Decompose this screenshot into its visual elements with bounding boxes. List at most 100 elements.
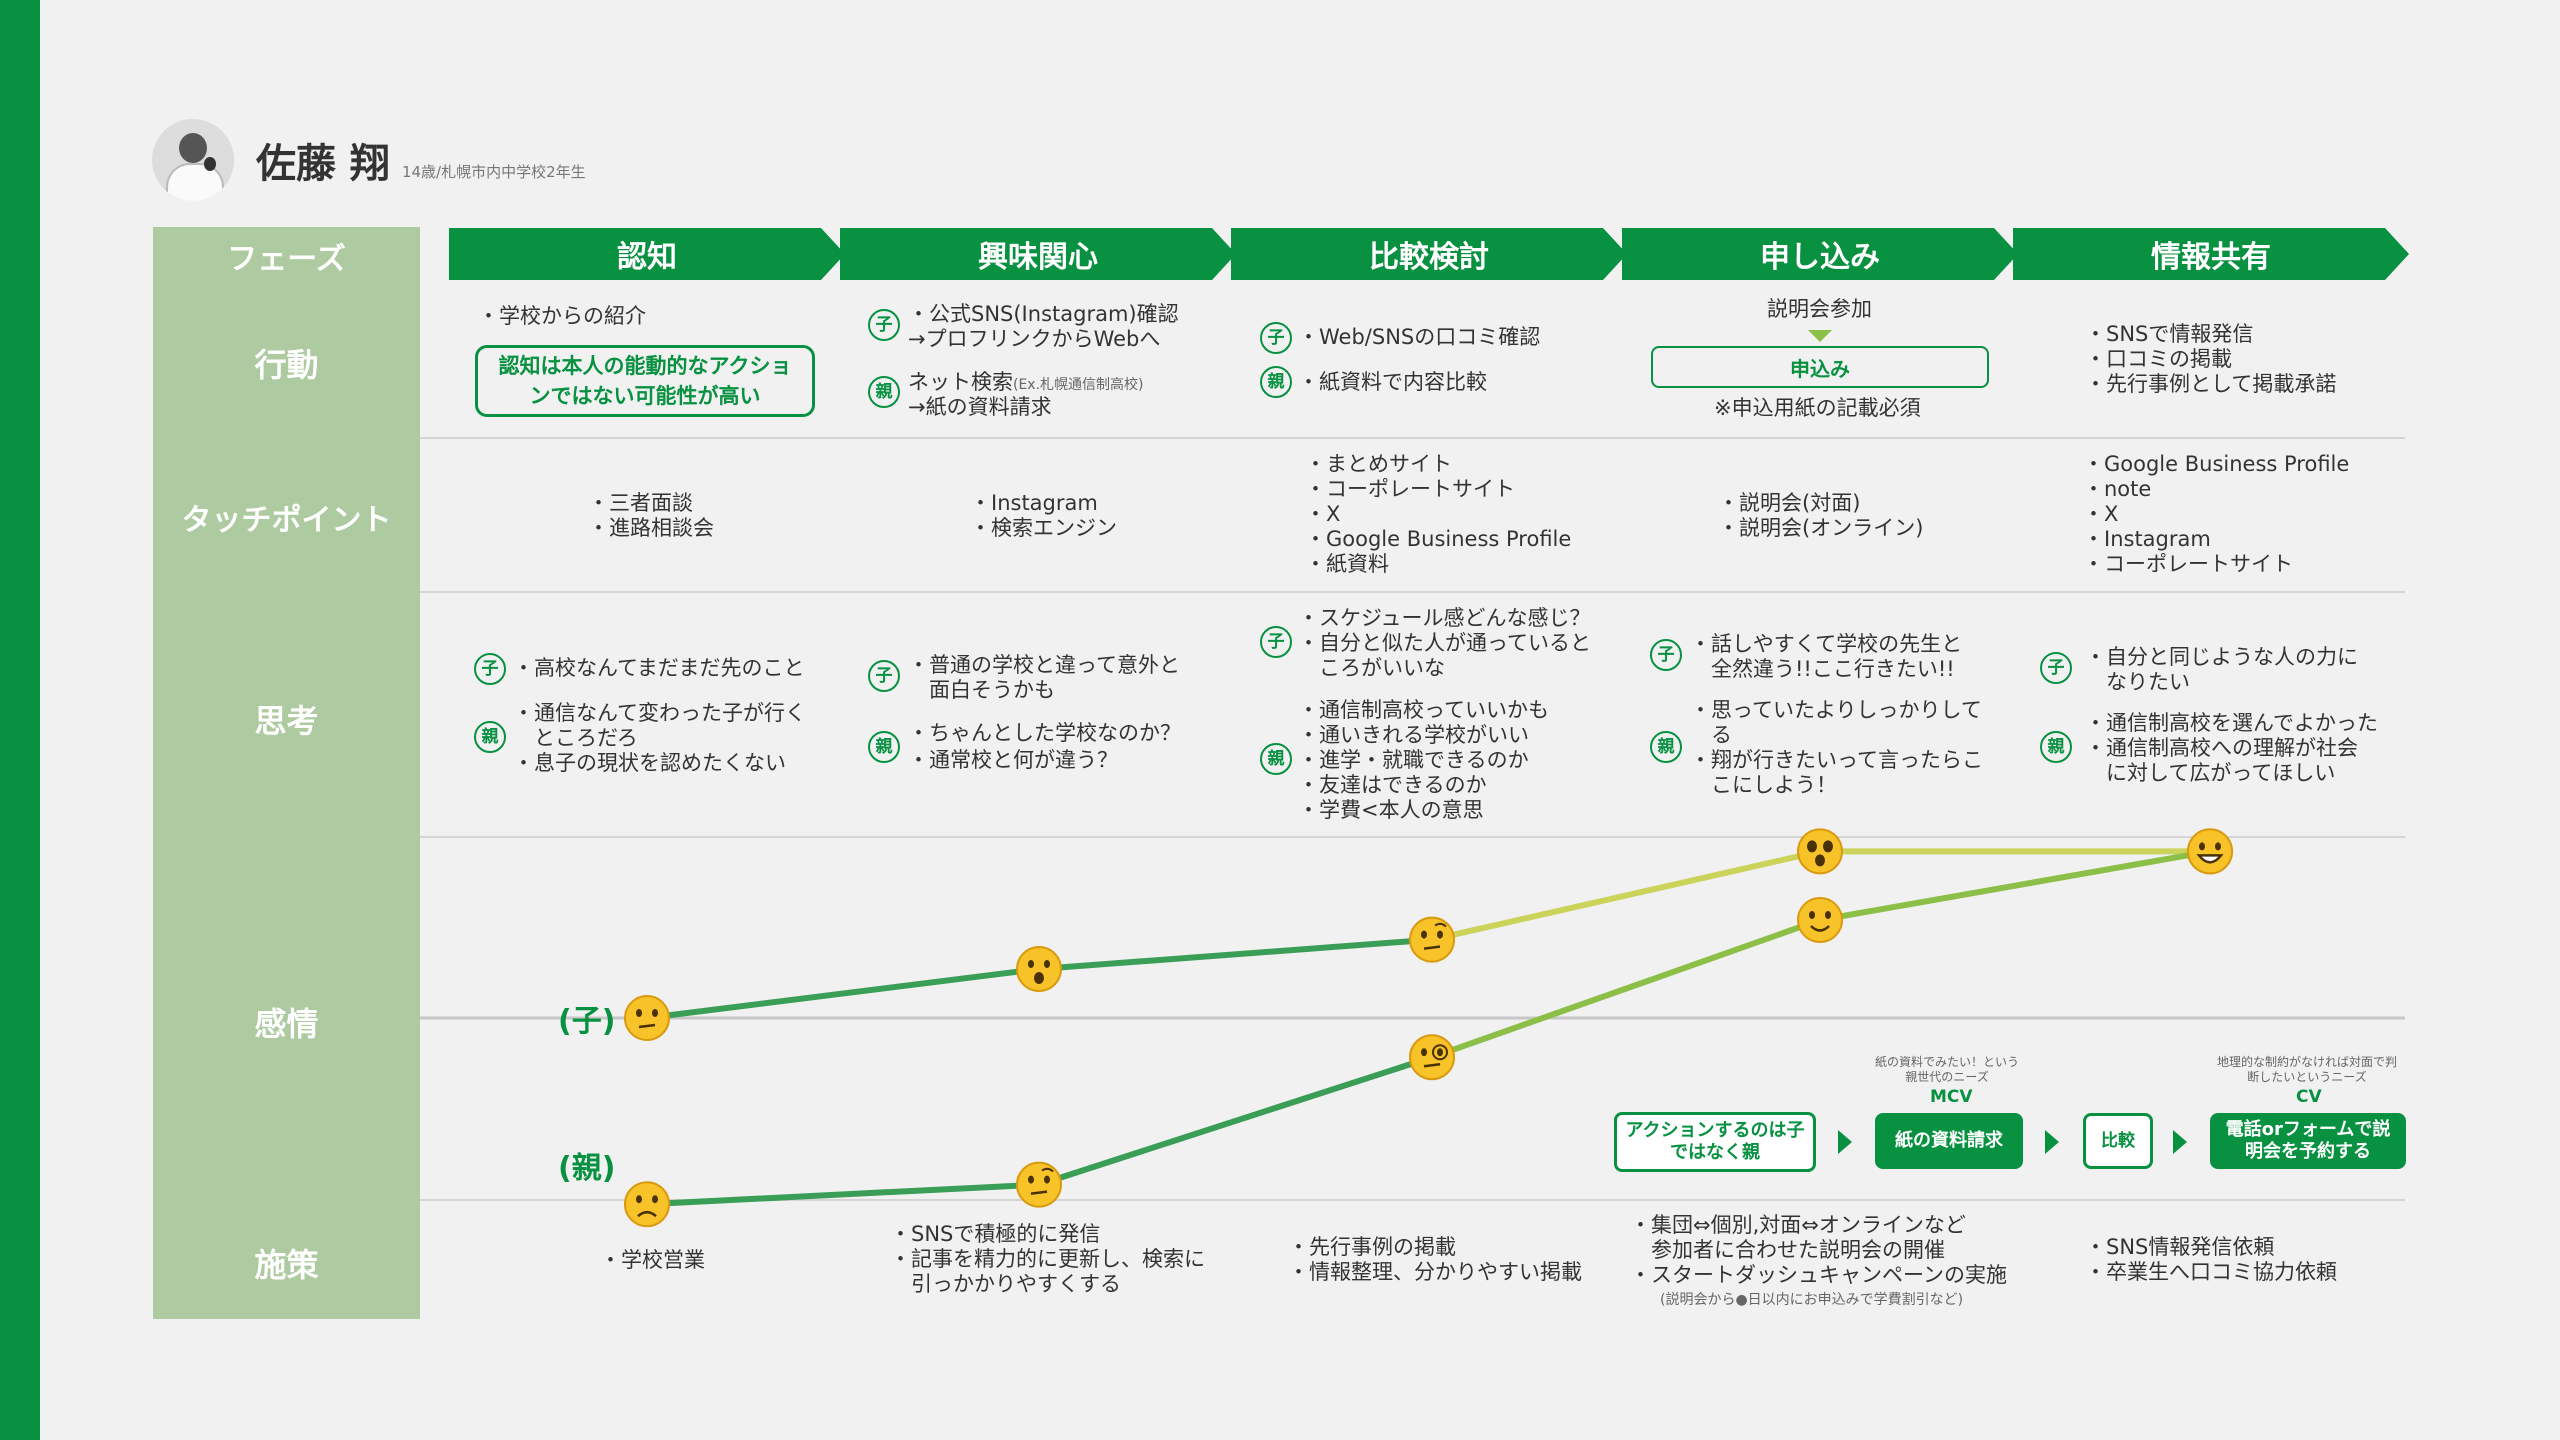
- row-divider: [420, 437, 2405, 439]
- row-divider: [420, 1199, 2405, 1201]
- persona-name: 佐藤 翔: [256, 141, 390, 187]
- phase-awareness: 認知: [449, 228, 845, 280]
- emotion-line-segment: [644, 1181, 1042, 1208]
- row-divider: [420, 591, 2405, 593]
- thought-text: ところだろ: [513, 726, 638, 750]
- thought-text: に対して広がってほしい: [2085, 761, 2336, 785]
- persona-avatar: [152, 119, 234, 201]
- emoji-surprised-icon: [1016, 946, 1062, 992]
- touchpoint-text: ・コーポレートサイト: [2083, 552, 2293, 576]
- thought-text: ・高校なんてまだまだ先のこと: [513, 656, 805, 680]
- thought-text: ・息子の現状を認めたくない: [513, 751, 786, 775]
- action-text: ・学校からの紹介: [478, 304, 646, 328]
- parent-badge: 親: [2040, 731, 2072, 763]
- emotion-line-segment: [1817, 848, 2213, 923]
- thought-text: ・スケジュール感どんな感じ？: [1298, 606, 1591, 630]
- action-text: ・先行事例として掲載承諾: [2085, 372, 2337, 396]
- measure-text: ・記事を精力的に更新し、検索に: [890, 1247, 1205, 1271]
- child-badge: 子: [868, 309, 900, 341]
- action-text: 説明会参加: [1767, 297, 1872, 321]
- action-text: ・紙資料で内容比較: [1298, 370, 1487, 394]
- measure-text: ・集団⇔個別,対面⇔オンラインなど: [1630, 1213, 1966, 1237]
- touchpoint-text: ・進路相談会: [588, 516, 714, 540]
- apply-box: 申込み: [1651, 346, 1989, 388]
- touchpoint-text: ・コーポレートサイト: [1305, 477, 1515, 501]
- emoji-monocle-icon: [1409, 1034, 1455, 1081]
- action-text: →紙の資料請求: [908, 395, 1052, 419]
- measure-text: ・SNSで積極的に発信: [890, 1222, 1101, 1246]
- microphone-icon: [204, 157, 216, 171]
- child-series-label: (子): [558, 1004, 616, 1039]
- emotion-line-segment: [1429, 848, 1823, 943]
- parent-badge: 親: [474, 721, 506, 753]
- touchpoint-text: ・Google Business Profile: [2083, 452, 2350, 476]
- measure-text: 参加者に合わせた説明会の開催: [1630, 1238, 1945, 1262]
- flow-arrow-icon: [2045, 1130, 2059, 1154]
- parent-badge: 親: [868, 731, 900, 763]
- child-badge: 子: [474, 653, 506, 685]
- touchpoint-text: ・紙資料: [1305, 552, 1389, 576]
- phase-sharing: 情報共有: [2013, 228, 2409, 280]
- touchpoint-text: ・X: [1305, 502, 1341, 526]
- down-arrow-icon: [1808, 330, 1832, 342]
- thought-text: こにしよう！: [1690, 773, 1837, 797]
- action-text: ・公式SNS(Instagram)確認: [908, 302, 1179, 326]
- measure-text: ・学校営業: [600, 1248, 705, 1272]
- emoji-frowning-icon: [624, 1181, 670, 1228]
- touchpoint-text: ・三者面談: [588, 491, 693, 515]
- thought-text: ・翔が行きたいって言ったらこ: [1690, 748, 1983, 772]
- thought-text: ・自分と同じような人の力に: [2085, 645, 2358, 669]
- row-label-emotion: 感情: [254, 1005, 319, 1043]
- thought-text: ・思っていたよりしっかりして: [1690, 698, 1982, 722]
- emoji-smiling-icon: [1797, 897, 1843, 943]
- thought-text: ・通常校と何が違う？: [908, 748, 1118, 772]
- row-label-column: [153, 227, 420, 1319]
- row-label-thought: 思考: [254, 702, 319, 740]
- cv-note: 地理的な制約がなければ対面で判断したいというニーズ: [2216, 1055, 2397, 1084]
- phase-application: 申し込み: [1622, 228, 2018, 280]
- child-badge: 子: [1260, 322, 1292, 354]
- parent-series-label: (親): [558, 1151, 616, 1186]
- action-note: ※申込用紙の記載必須: [1714, 396, 1921, 420]
- action-text: ネット検索(Ex.札幌通信制高校): [908, 370, 1144, 394]
- row-label-measure: 施策: [254, 1246, 319, 1284]
- measure-text: ・SNS情報発信依頼: [2085, 1235, 2275, 1259]
- touchpoint-text: ・Instagram: [2083, 527, 2211, 551]
- measure-text: 引っかかりやすくする: [890, 1272, 1121, 1296]
- persona-profile: 14歳/札幌市内中学校2年生: [401, 162, 586, 181]
- phase-interest: 興味関心: [840, 228, 1236, 280]
- row-divider: [420, 836, 2405, 838]
- thought-text: る: [1690, 723, 1732, 747]
- thought-text: ・ちゃんとした学校なのか？: [908, 721, 1181, 745]
- action-text: →プロフリンクからWebへ: [908, 327, 1161, 351]
- touchpoint-text: ・X: [2083, 502, 2119, 526]
- thought-text: ・話しやすくて学校の先生と: [1690, 632, 1963, 656]
- parent-badge: 親: [1260, 743, 1292, 775]
- child-badge: 子: [1650, 639, 1682, 671]
- emotion-line-segment: [1036, 1054, 1435, 1188]
- thought-text: ・自分と似た人が通っていると: [1298, 631, 1591, 655]
- thought-text: なりたい: [2085, 670, 2190, 694]
- parent-badge: 親: [868, 376, 900, 408]
- measure-note: (説明会から●日以内にお申込みで学費割引など): [1660, 1292, 1964, 1308]
- thought-text: ・学費<本人の意思: [1298, 798, 1484, 822]
- parent-badge: 親: [1650, 731, 1682, 763]
- flow-parent-action: アクションするのは子ではなく親: [1614, 1112, 1816, 1172]
- cv-tag: CV: [2296, 1087, 2322, 1107]
- measure-text: ・先行事例の掲載: [1288, 1235, 1456, 1259]
- child-badge: 子: [868, 660, 900, 692]
- emotion-line-segment: [644, 966, 1042, 1021]
- touchpoint-text: ・note: [2083, 477, 2152, 501]
- phase-comparison: 比較検討: [1231, 228, 1627, 280]
- emotion-line-segment: [1429, 917, 1823, 1061]
- touchpoint-text: ・検索エンジン: [970, 516, 1117, 540]
- flow-reserve-session: 電話orフォームで説明会を予約する: [2210, 1113, 2406, 1169]
- touchpoint-text: ・Instagram: [970, 491, 1098, 515]
- thought-text: ・通信制高校への理解が社会: [2085, 736, 2358, 760]
- action-text: ・口コミの掲載: [2085, 347, 2232, 371]
- flow-paper-request: 紙の資料請求: [1875, 1113, 2023, 1169]
- thought-text: ・友達はできるのか: [1298, 773, 1487, 797]
- flow-compare: 比較: [2083, 1113, 2153, 1169]
- thought-text: ころがいいな: [1298, 656, 1445, 680]
- thought-text: ・通信制高校っていいかも: [1298, 698, 1549, 722]
